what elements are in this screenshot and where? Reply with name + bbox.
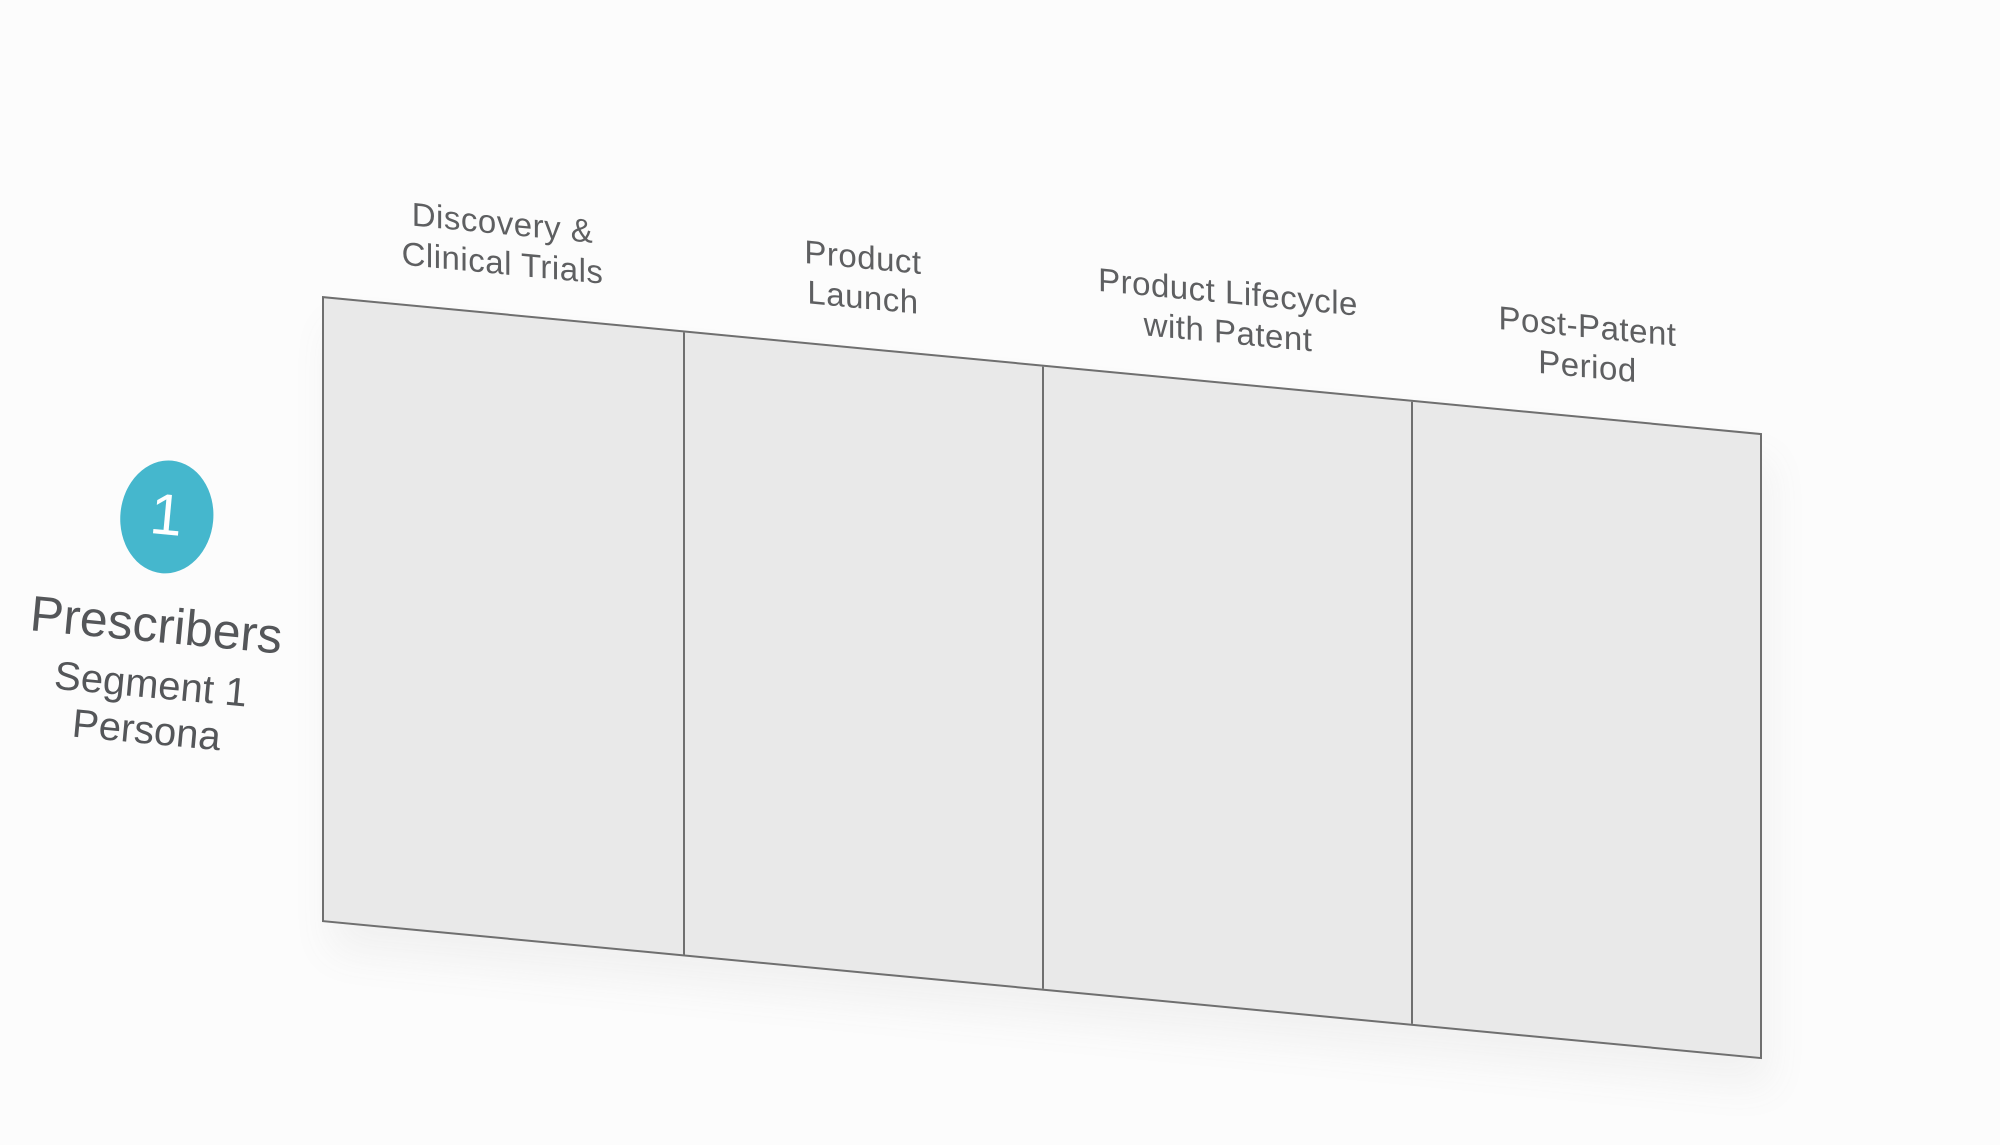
stage-panel-product-launch <box>684 332 1044 989</box>
stage-panel-post-patent-period <box>1413 402 1760 1057</box>
journey-stages: Discovery & Clinical Trials Product Laun… <box>322 186 1762 1060</box>
stage-band <box>322 296 1762 1060</box>
stage-header-discovery-clinical-trials: Discovery & Clinical Trials <box>322 186 683 300</box>
persona-number-badge: 1 <box>114 456 218 578</box>
persona-block: 1 Prescribers Segment 1 Persona <box>2 447 314 766</box>
stage-panel-discovery-clinical-trials <box>324 298 685 955</box>
stage-header-product-lifecycle-with-patent: Product Lifecycle with Patent <box>1043 255 1413 370</box>
stage-header-post-patent-period: Post-Patent Period <box>1413 290 1762 403</box>
stage-panel-product-lifecycle-with-patent <box>1044 366 1414 1024</box>
stage-header-product-launch: Product Launch <box>683 220 1043 334</box>
stage-header-line: Period <box>1538 342 1637 390</box>
persona-number: 1 <box>147 480 186 549</box>
